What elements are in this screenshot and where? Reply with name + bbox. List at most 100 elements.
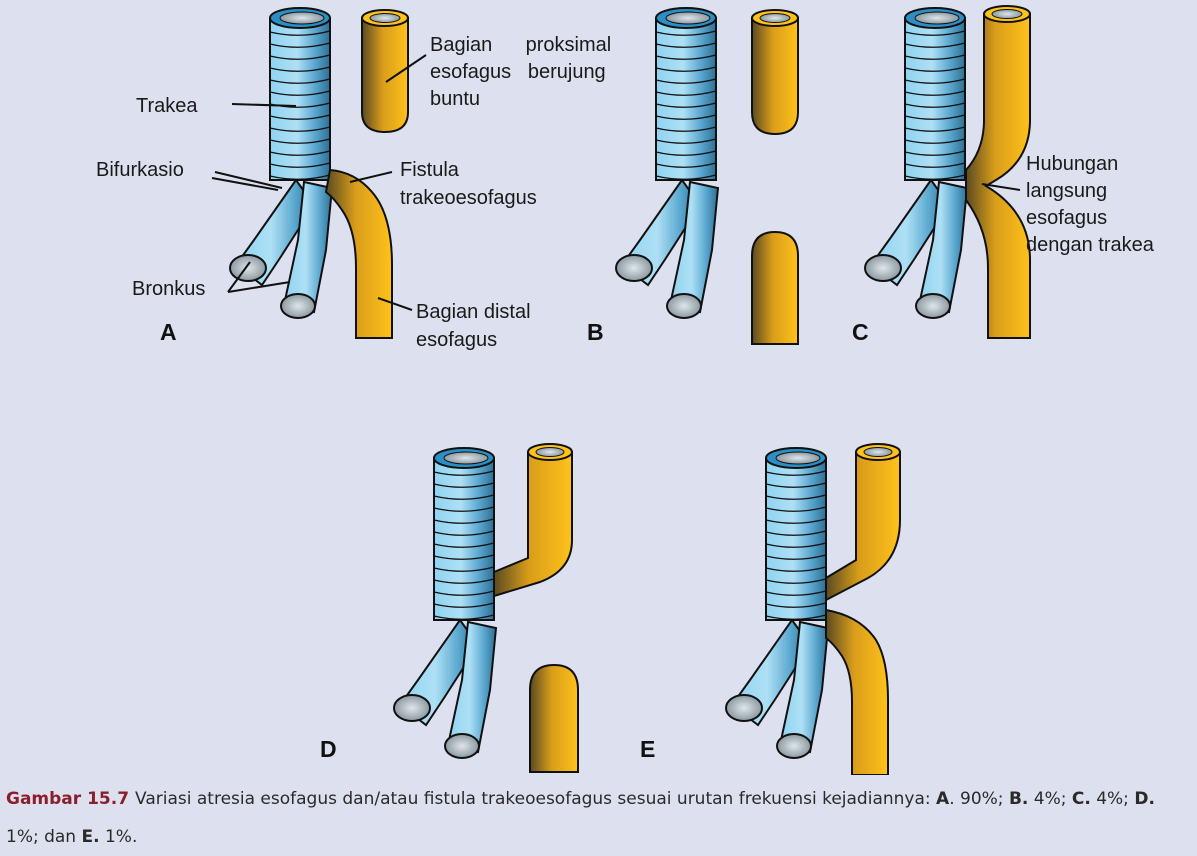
cartilage-ring <box>655 78 717 84</box>
cartilage-ring <box>655 114 717 120</box>
cartilage-ring <box>904 42 966 48</box>
cartilage-ring <box>655 162 717 168</box>
cartilage-ring <box>655 66 717 72</box>
cartilage-ring <box>765 530 827 536</box>
cartilage-ring <box>655 150 717 156</box>
cartilage-ring <box>655 174 717 180</box>
cartilage-ring <box>765 470 827 476</box>
cartilage-ring <box>655 42 717 48</box>
cartilage-ring <box>904 102 966 108</box>
label-hubungan-2: langsung <box>1026 180 1107 202</box>
cartilage-ring <box>904 150 966 156</box>
cartilage-ring <box>433 470 495 476</box>
cartilage-ring <box>269 174 331 180</box>
cartilage-ring <box>655 90 717 96</box>
diagram-canvas: Trakea Bifurkasio Bronkus Bagian proksim… <box>96 5 1155 775</box>
cartilage-ring <box>904 54 966 60</box>
cartilage-ring <box>433 506 495 512</box>
proximal-esophagus-e <box>825 451 901 602</box>
trachea-b <box>615 7 720 319</box>
cartilage-ring <box>433 494 495 500</box>
cartilage-ring <box>904 30 966 36</box>
cartilage-ring <box>765 518 827 524</box>
cartilage-ring <box>655 126 717 132</box>
caption-a-value: . 90%; <box>949 789 1009 809</box>
cartilage-ring <box>765 542 827 548</box>
cartilage-ring <box>655 138 717 144</box>
proximal-esophagus-d <box>493 451 573 598</box>
distal-pouch-b <box>751 230 799 345</box>
cartilage-ring <box>433 566 495 572</box>
cartilage-ring <box>269 90 331 96</box>
label-trakea: Trakea <box>136 95 198 117</box>
caption-d-label: D. <box>1134 789 1155 809</box>
caption-e-label: E. <box>81 827 100 847</box>
cartilage-ring <box>904 162 966 168</box>
cartilage-ring <box>269 138 331 144</box>
trachea-d <box>393 447 498 759</box>
cartilage-ring <box>433 554 495 560</box>
cartilage-ring <box>655 54 717 60</box>
cartilage-ring <box>269 54 331 60</box>
cartilage-ring <box>269 42 331 48</box>
proximal-esophagus-b <box>751 17 799 136</box>
cartilage-ring <box>433 482 495 488</box>
trachea-a <box>229 7 334 319</box>
proximal-esophagus-a <box>361 17 409 134</box>
panel-label-e: E <box>640 736 655 762</box>
panel-a: Trakea Bifurkasio Bronkus Bagian proksim… <box>96 7 611 351</box>
cartilage-ring <box>433 518 495 524</box>
panel-label-d: D <box>320 736 337 762</box>
cartilage-ring <box>904 114 966 120</box>
cartilage-ring <box>433 614 495 620</box>
cartilage-ring <box>765 614 827 620</box>
label-distal-1: Bagian distal <box>416 301 531 323</box>
panel-c: Hubungan langsung esofagus dengan trakea… <box>852 5 1155 345</box>
cartilage-ring <box>269 114 331 120</box>
caption-c-value: 4%; <box>1090 789 1135 809</box>
panel-d: D <box>320 443 579 773</box>
trachea-c <box>864 7 969 319</box>
esophagus-c <box>965 13 1031 339</box>
cartilage-ring <box>765 554 827 560</box>
distal-esophagus-e <box>825 608 889 775</box>
panel-label-c: C <box>852 319 869 345</box>
label-proximal-3: buntu <box>430 88 480 110</box>
cartilage-ring <box>765 482 827 488</box>
cartilage-ring <box>269 150 331 156</box>
label-hubungan-3: esofagus <box>1026 207 1107 229</box>
label-fistula-2: trakeoesofagus <box>400 187 537 209</box>
cartilage-ring <box>269 78 331 84</box>
label-hubungan-1: Hubungan <box>1026 153 1118 175</box>
cartilage-ring <box>765 578 827 584</box>
caption-b-value: 4%; <box>1028 789 1072 809</box>
cartilage-ring <box>433 578 495 584</box>
cartilage-ring <box>904 66 966 72</box>
cartilage-ring <box>765 566 827 572</box>
panel-b: B <box>587 7 799 345</box>
label-distal-2: esofagus <box>416 329 497 351</box>
cartilage-ring <box>655 30 717 36</box>
distal-pouch-d <box>529 663 579 773</box>
panel-label-b: B <box>587 319 604 345</box>
label-hubungan-4: dengan trakea <box>1026 234 1155 256</box>
label-bifurkasio: Bifurkasio <box>96 159 184 181</box>
caption-b-label: B. <box>1008 789 1029 809</box>
cartilage-ring <box>433 542 495 548</box>
cartilage-ring <box>269 126 331 132</box>
label-proximal-1: Bagian proksimal <box>430 34 611 56</box>
cartilage-ring <box>904 78 966 84</box>
cartilage-ring <box>655 102 717 108</box>
cartilage-ring <box>269 162 331 168</box>
label-fistula-1: Fistula <box>400 159 460 181</box>
cartilage-ring <box>904 126 966 132</box>
cartilage-ring <box>433 602 495 608</box>
cartilage-ring <box>269 30 331 36</box>
cartilage-ring <box>765 494 827 500</box>
caption-text: Variasi atresia esofagus dan/atau fistul… <box>135 789 937 809</box>
caption-c-label: C. <box>1071 789 1091 809</box>
panel-label-a: A <box>160 319 177 345</box>
cartilage-ring <box>433 590 495 596</box>
cartilage-ring <box>765 590 827 596</box>
caption-a-label: A <box>936 789 950 809</box>
